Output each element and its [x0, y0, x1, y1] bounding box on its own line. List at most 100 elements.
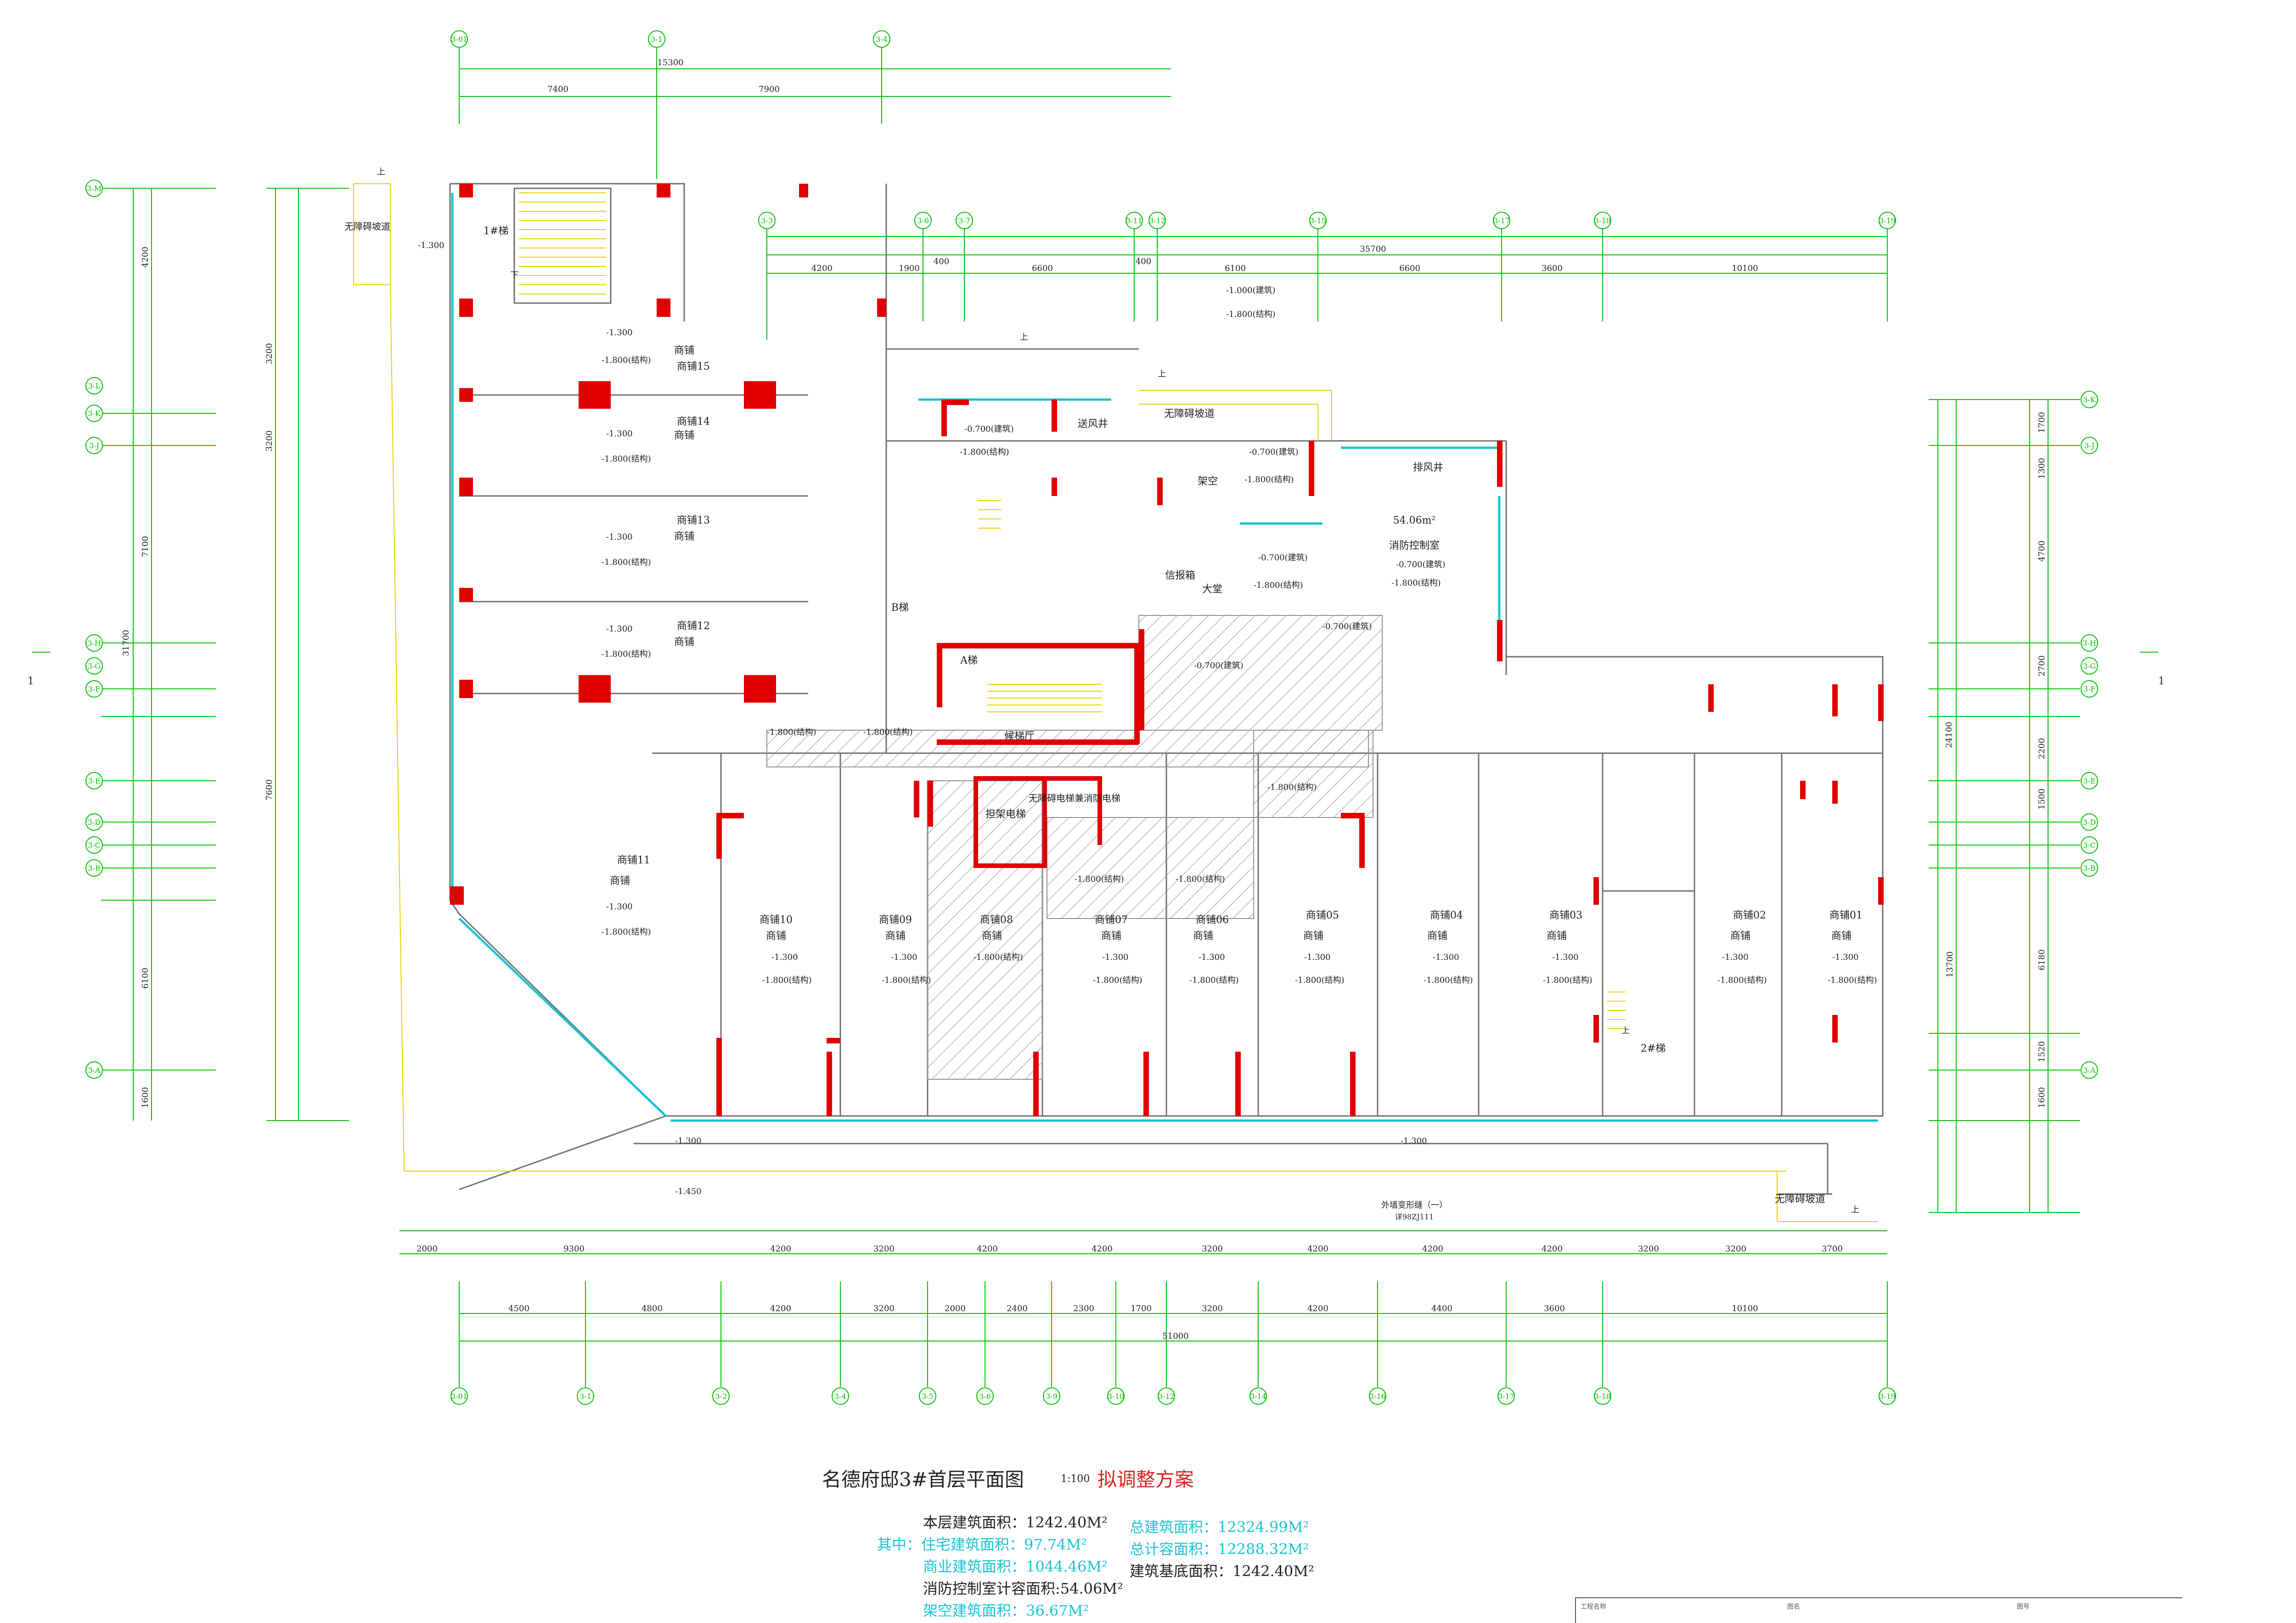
svg-text:-1.800(结构): -1.800(结构)	[602, 355, 651, 365]
svg-text:3-L: 3-L	[88, 382, 101, 390]
svg-text:-1.800(结构): -1.800(结构)	[1254, 580, 1303, 590]
svg-text:2300: 2300	[1073, 1304, 1094, 1313]
svg-text:2000: 2000	[945, 1304, 966, 1313]
air-supply-shaft: 送风井	[1078, 418, 1108, 430]
svg-text:2700: 2700	[2037, 655, 2047, 676]
svg-text:4700: 4700	[2037, 541, 2047, 562]
grid-bubble: 3-D	[2081, 813, 2098, 831]
title-block: 工程名称 图名 图号	[1575, 1597, 2182, 1623]
svg-text:-1.800(结构): -1.800(结构)	[1717, 975, 1767, 985]
grid-bubble: 3-19	[1879, 1387, 1896, 1405]
up-label-3: 上	[1158, 369, 1166, 379]
base-area: 建筑基底面积：1242.40M²	[1130, 1562, 1314, 1580]
svg-text:3200: 3200	[264, 430, 274, 451]
total-area: 总建筑面积：12324.99M²	[1130, 1518, 1309, 1536]
section-mark-left: 1	[28, 676, 34, 687]
svg-text:-1.300: -1.300	[1552, 952, 1579, 962]
svg-text:3-17: 3-17	[1498, 1392, 1514, 1401]
svg-text:-0.700(建筑): -0.700(建筑)	[1258, 553, 1308, 563]
svg-text:3-A: 3-A	[88, 1066, 101, 1075]
room-sub: 商铺	[982, 930, 1002, 942]
grid-bubbles: 3-01 3-1 3-4 3-3 3-6 3-7 3-11 3-12 3-15 …	[85, 30, 2098, 1405]
svg-text:1520: 1520	[2037, 1041, 2047, 1062]
grid-bubble: 3-A	[85, 1061, 103, 1079]
svg-text:-0.700(建筑): -0.700(建筑)	[964, 424, 1014, 434]
svg-text:3-B: 3-B	[2083, 864, 2095, 873]
svg-text:400: 400	[1136, 257, 1151, 266]
svg-text:6100: 6100	[1225, 264, 1246, 273]
svg-text:3-01: 3-01	[451, 1392, 467, 1401]
svg-text:-1.800(结构): -1.800(结构)	[863, 727, 913, 737]
room-name: 商铺01	[1829, 910, 1863, 921]
svg-text:3-19: 3-19	[1879, 1392, 1896, 1401]
room-sub: 商铺	[674, 531, 694, 542]
svg-text:3-6: 3-6	[979, 1392, 991, 1401]
up-label-4: 上	[1621, 1026, 1630, 1036]
structural-walls	[450, 184, 1884, 1116]
fire-control-area-note: 消防控制室计容面积:54.06M²	[923, 1580, 1123, 1597]
svg-text:4500: 4500	[508, 1304, 529, 1313]
svg-text:4200: 4200	[811, 264, 833, 273]
scheme-tag: 拟调整方案	[1097, 1468, 1194, 1491]
grid-bubble: 3-4	[832, 1387, 849, 1405]
grid-bubble: 3-D	[85, 813, 103, 831]
grid-bubble: 3-7	[956, 212, 973, 229]
svg-text:3-4: 3-4	[876, 35, 888, 44]
svg-text:-1.300: -1.300	[891, 952, 917, 962]
svg-text:3-D: 3-D	[2083, 818, 2096, 827]
svg-text:3-G: 3-G	[2083, 662, 2096, 671]
svg-text:6180: 6180	[2037, 949, 2047, 970]
room-sub: 商铺	[1303, 930, 1323, 942]
room-sub: 商铺	[1427, 930, 1447, 942]
svg-text:-1.800(结构): -1.800(结构)	[1093, 975, 1142, 985]
svg-text:3-4: 3-4	[834, 1392, 846, 1401]
grid-bubble: 3-1	[577, 1387, 594, 1405]
svg-text:-1.800(结构): -1.800(结构)	[1226, 310, 1276, 319]
svg-text:-1.800(结构): -1.800(结构)	[1244, 475, 1294, 485]
svg-text:-1.800(结构): -1.800(结构)	[974, 952, 1023, 962]
grid-bubble: 3-14	[1249, 1387, 1267, 1405]
room-sub: 商铺	[1730, 930, 1750, 942]
svg-text:4200: 4200	[770, 1304, 791, 1313]
title-block-cell: 图名	[1787, 1603, 1800, 1611]
ramp-bottom-label: 无障碍坡道	[1775, 1194, 1825, 1205]
stair-b-label: B梯	[891, 602, 909, 614]
svg-text:-1.300: -1.300	[1433, 952, 1459, 962]
title-block-cell: 图号	[2017, 1603, 2030, 1611]
svg-text:-1.300: -1.300	[606, 624, 633, 634]
svg-text:9300: 9300	[563, 1244, 585, 1254]
svg-text:1900: 1900	[899, 264, 920, 273]
grid-bubble: 3-E	[85, 772, 103, 789]
svg-text:4800: 4800	[642, 1304, 663, 1313]
svg-text:-1.800(结构): -1.800(结构)	[602, 927, 651, 937]
svg-text:2400: 2400	[1007, 1304, 1028, 1313]
grid-bubble: 3-10	[1107, 1387, 1125, 1405]
grid-bubble: 3-15	[1309, 212, 1327, 229]
svg-text:-1.800(结构): -1.800(结构)	[1189, 975, 1239, 985]
lobby-label: 大堂	[1202, 584, 1222, 595]
svg-text:-1.800(结构): -1.800(结构)	[1543, 975, 1593, 985]
grid-bubble: 3-19	[1879, 212, 1896, 229]
svg-text:3200: 3200	[873, 1244, 895, 1254]
level-marks: -1.300 -1.800(结构) -1.300 -1.800(结构) -1.300…	[418, 241, 1877, 1196]
floor-plan-drawing: 15300 7400 7900 35700 4200 1900 400 6600…	[28, 30, 2165, 1405]
svg-text:3-9: 3-9	[1046, 1392, 1058, 1401]
svg-text:4200: 4200	[1307, 1244, 1328, 1254]
room-name: 商铺12	[677, 620, 710, 632]
dim-bottom-total: 51000	[1162, 1331, 1188, 1341]
room-name: 商铺13	[677, 515, 710, 526]
svg-text:3-D: 3-D	[88, 818, 101, 827]
svg-text:4200: 4200	[1422, 1244, 1443, 1254]
svg-text:3-15: 3-15	[1310, 216, 1326, 225]
svg-text:4200: 4200	[141, 247, 150, 268]
svg-text:-1.300: -1.300	[771, 952, 798, 962]
glazing	[451, 193, 1878, 1122]
grid-bubble: 3-6	[976, 1387, 994, 1405]
svg-text:3-J: 3-J	[2084, 441, 2094, 450]
dimension-labels: 15300 7400 7900 35700 4200 1900 400 6600…	[121, 58, 2047, 1341]
svg-text:-1.800(结构): -1.800(结构)	[1176, 874, 1225, 884]
svg-text:6600: 6600	[1399, 264, 1420, 273]
svg-text:3-E: 3-E	[2083, 777, 2095, 785]
svg-text:3-18: 3-18	[1594, 1392, 1611, 1401]
ramps-and-stairs	[353, 183, 1878, 1222]
